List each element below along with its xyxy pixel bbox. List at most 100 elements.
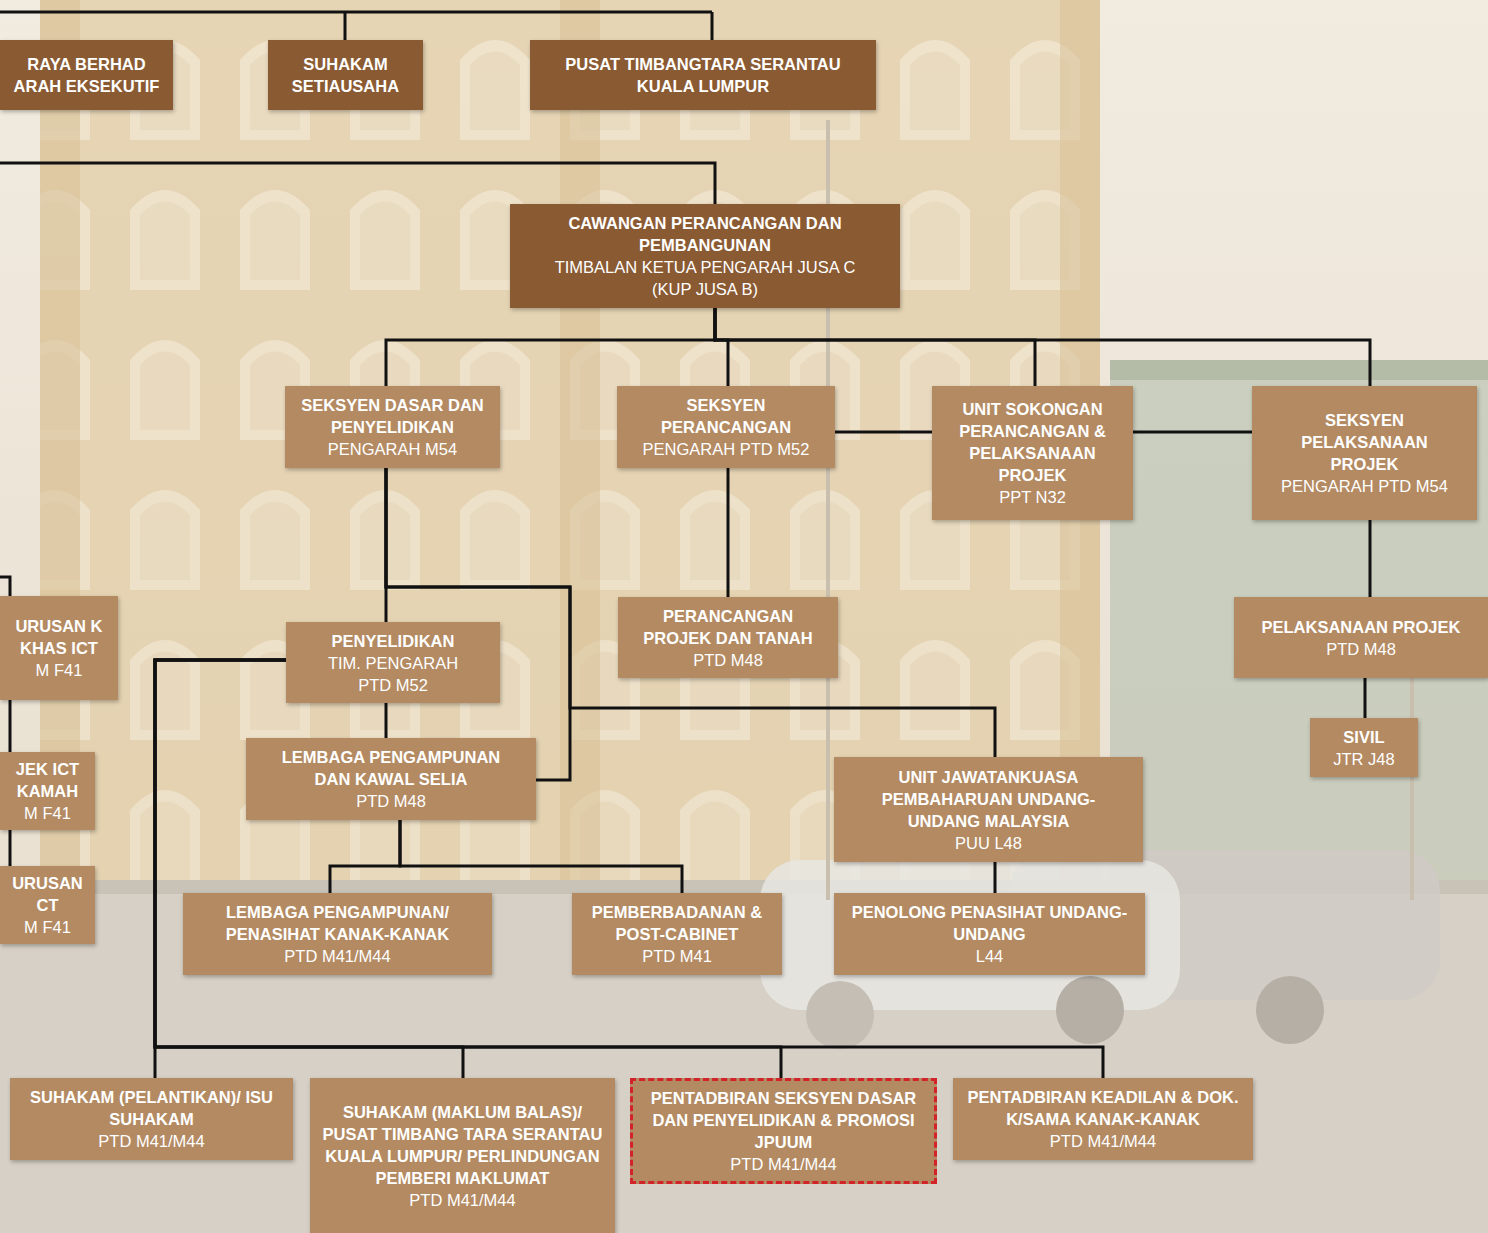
box-heading: SEKSYEN PERANCANGAN <box>641 394 811 438</box>
car-wheel <box>806 981 874 1049</box>
box-grade: PTD M41/M44 <box>409 1189 515 1211</box>
org-box: SUHAKAM SETIAUSAHA <box>268 40 423 110</box>
org-connector <box>715 308 1370 386</box>
box-grade: PUU L48 <box>955 832 1022 854</box>
box-heading: PENYELIDIKAN <box>332 630 455 652</box>
box-heading: CAWANGAN PERANCANGAN DAN PEMBANGUNAN <box>540 212 870 256</box>
car-wheel <box>1056 976 1124 1044</box>
org-box: PENOLONG PENASIHAT UNDANG-UNDANGL44 <box>834 893 1145 975</box>
org-box: PENYELIDIKANTIM. PENGARAH PTD M52 <box>286 622 500 703</box>
box-heading: SUHAKAM (MAKLUM BALAS)/ PUSAT TIMBANG TA… <box>317 1101 608 1189</box>
box-heading: SEKSYEN DASAR DAN PENYELIDIKAN <box>292 394 493 438</box>
box-heading: SIVIL <box>1343 726 1384 748</box>
org-connector <box>715 308 728 386</box>
box-heading: SEKSYEN PELAKSANAAN PROJEK <box>1270 409 1460 475</box>
org-connector <box>727 468 730 597</box>
box-heading: LEMBAGA PENGAMPUNAN DAN KAWAL SELIA <box>271 746 511 790</box>
box-grade: PTD M41/M44 <box>1050 1130 1156 1152</box>
box-heading: SUHAKAM (PELANTIKAN)/ ISU SUHAKAM <box>27 1086 277 1130</box>
box-grade: M F41 <box>24 802 71 824</box>
box-grade: PENGARAH PTD M52 <box>643 438 810 460</box>
box-grade: TIM. PENGARAH PTD M52 <box>313 652 473 696</box>
org-box: CAWANGAN PERANCANGAN DAN PEMBANGUNANTIMB… <box>510 204 900 308</box>
org-box: PENTADBIRAN KEADILAN & DOK. K/SAMA KANAK… <box>953 1078 1253 1160</box>
box-grade: L44 <box>976 945 1004 967</box>
pillar <box>560 0 600 900</box>
org-connector <box>1364 678 1367 718</box>
org-connector <box>155 660 286 1078</box>
org-connector <box>9 830 12 866</box>
org-box: SEKSYEN DASAR DAN PENYELIDIKANPENGARAH M… <box>285 386 500 468</box>
box-heading: SUHAKAM SETIAUSAHA <box>275 53 416 97</box>
org-box: PENTADBIRAN SEKSYEN DASAR DAN PENYELIDIK… <box>630 1078 937 1184</box>
org-box: URUSAN CTM F41 <box>0 866 95 944</box>
org-connector <box>994 862 997 893</box>
box-grade: PTD M41/M44 <box>730 1153 836 1175</box>
box-grade: PTD M41/M44 <box>98 1130 204 1152</box>
org-connector <box>9 700 12 752</box>
org-connector <box>835 431 932 434</box>
box-grade: M F41 <box>36 659 83 681</box>
org-connector <box>155 660 1103 1078</box>
box-heading: PEMBERBADANAN & POST-CABINET <box>579 901 775 945</box>
org-box: SEKSYEN PERANCANGANPENGARAH PTD M52 <box>617 386 835 468</box>
org-box: SEKSYEN PELAKSANAAN PROJEKPENGARAH PTD M… <box>1252 386 1477 520</box>
org-box: URUSAN K KHAS ICTM F41 <box>0 596 118 700</box>
org-connector <box>715 308 1035 386</box>
org-connector <box>1133 431 1252 434</box>
glass-building-roof <box>1110 360 1488 380</box>
org-connector <box>330 820 400 893</box>
box-grade: PENGARAH M54 <box>328 438 457 460</box>
org-connector <box>386 468 995 757</box>
car-wheel <box>1256 976 1324 1044</box>
org-connector <box>400 820 682 893</box>
org-box: SUHAKAM (MAKLUM BALAS)/ PUSAT TIMBANG TA… <box>310 1078 615 1233</box>
box-grade: PTD M48 <box>356 790 426 812</box>
glass-building <box>1110 360 1488 900</box>
box-grade: PTD M41/M44 <box>284 945 390 967</box>
org-connector <box>386 308 715 386</box>
box-grade: PPT N32 <box>999 486 1066 508</box>
box-heading: LEMBAGA PENGAMPUNAN/ PENASIHAT KANAK-KAN… <box>190 901 485 945</box>
org-box: SUHAKAM (PELANTIKAN)/ ISU SUHAKAMPTD M41… <box>10 1078 293 1160</box>
org-box: LEMBAGA PENGAMPUNAN DAN KAWAL SELIAPTD M… <box>246 738 536 820</box>
box-grade: PTD M41 <box>642 945 712 967</box>
box-grade: M F41 <box>24 916 71 938</box>
box-grade: PTD M48 <box>693 649 763 671</box>
org-box: RAYA BERHAD ARAH EKSEKUTIF <box>0 40 173 110</box>
box-heading: PENTADBIRAN KEADILAN & DOK. K/SAMA KANAK… <box>960 1086 1246 1130</box>
org-box: SIVILJTR J48 <box>1310 718 1418 777</box>
org-box: UNIT SOKONGAN PERANCANGAN & PELAKSANAAN … <box>932 386 1133 520</box>
box-heading: JEK ICT KAMAH <box>7 758 88 802</box>
box-grade: JTR J48 <box>1333 748 1394 770</box>
box-heading: URUSAN K KHAS ICT <box>7 615 111 659</box>
box-heading: URUSAN CT <box>7 872 88 916</box>
box-grade: PENGARAH PTD M54 <box>1281 475 1448 497</box>
org-box: UNIT JAWATANKUASA PEMBAHARUAN UNDANG-UND… <box>834 757 1143 862</box>
org-box: PEMBERBADANAN & POST-CABINETPTD M41 <box>572 893 782 975</box>
box-heading: UNIT JAWATANKUASA PEMBAHARUAN UNDANG-UND… <box>849 766 1129 832</box>
org-box: PUSAT TIMBANGTARA SERANTAU KUALA LUMPUR <box>530 40 876 110</box>
box-heading: PENOLONG PENASIHAT UNDANG-UNDANG <box>841 901 1138 945</box>
box-heading: PUSAT TIMBANGTARA SERANTAU KUALA LUMPUR <box>537 53 869 97</box>
top-bus-line <box>0 12 712 40</box>
box-heading: UNIT SOKONGAN PERANCANGAN & PELAKSANAAN … <box>939 398 1126 486</box>
box-grade: TIMBALAN KETUA PENGARAH JUSA C (KUP JUSA… <box>540 256 870 300</box>
org-connector <box>1369 520 1372 597</box>
box-heading: RAYA BERHAD ARAH EKSEKUTIF <box>7 53 166 97</box>
box-heading: PENTADBIRAN SEKSYEN DASAR DAN PENYELIDIK… <box>640 1087 927 1153</box>
org-connector <box>155 660 463 1078</box>
org-box: JEK ICT KAMAHM F41 <box>0 752 95 830</box>
branch-line <box>0 577 10 596</box>
box-heading: PERANCANGAN PROJEK DAN TANAH <box>633 605 823 649</box>
org-box: PELAKSANAAN PROJEKPTD M48 <box>1234 597 1488 678</box>
box-grade: PTD M48 <box>1326 638 1396 660</box>
org-box: PERANCANGAN PROJEK DAN TANAHPTD M48 <box>618 597 838 678</box>
org-connector <box>155 660 781 1078</box>
box-heading: PELAKSANAAN PROJEK <box>1262 616 1461 638</box>
org-connector <box>385 703 388 738</box>
branch-line <box>0 163 715 204</box>
